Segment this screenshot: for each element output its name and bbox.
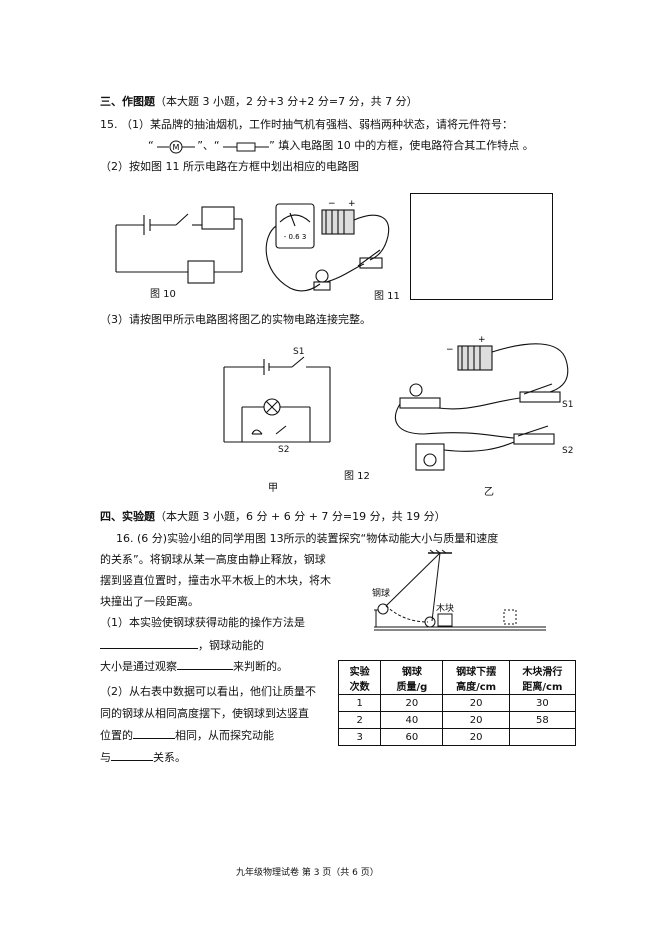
section3-title: 三、作图题 [100,95,155,108]
table-cell: 2 [337,711,382,729]
table-row: 1 20 20 30 [337,694,577,712]
answer-blank-3[interactable] [133,727,175,739]
q16-p2d: 相同，从而探究动能 [175,729,274,742]
figure10-circuit [115,206,243,284]
svg-text:+: + [478,335,486,345]
q15-part2: （2）按如图 11 所示电路在方框中划出相应的电路图 [100,160,359,173]
table-header-cell: 实验次数 [337,660,382,695]
table-cell: 1 [337,694,382,712]
page-footer: 九年级物理试卷 第 3 页（共 6 页） [236,868,379,878]
q16-line1: 16. (6 分)实验小组的同学用图 13所示的装置探究“物体动能大小与质量和速… [116,532,499,545]
s1-label-yi: S1 [562,400,574,410]
q15-quote-open: “ [148,139,154,152]
section4-heading: 四、实验题（本大题 3 小题，6 分 + 6 分 + 7 分=19 分，共 19… [100,510,446,524]
q15-line1: 15. （1）某品牌的抽油烟机，工作时抽气机有强档、弱档两种状态，请将元件符号： [100,118,513,131]
q16-p2b: 同的钢球从相同高度摆下，使钢球到达竖直 [100,707,309,720]
table-row: 3 60 20 [337,728,577,746]
table-cell[interactable] [508,728,577,746]
ball-label: 钢球 [372,589,391,599]
table-header-row: 实验次数 钢球质量/g 钢球下摆高度/cm 木块滑行距离/cm [337,660,577,695]
answer-drawing-box[interactable] [410,193,553,300]
figure10-caption: 图 10 [150,289,176,300]
table-cell: 20 [380,694,444,712]
table-cell: 20 [442,694,510,712]
svg-text:+: + [348,199,356,209]
svg-text:M: M [173,143,180,152]
table-header-cell: 钢球质量/g [380,660,444,695]
q16-p2c: 位置的 [100,729,133,742]
table-cell: 20 [442,728,510,746]
q16-line3: 摆到竖直位置时，撞击水平木板上的木块，将木 [100,574,331,587]
q16-line2: 的关系”。将钢球从某一高度由静止释放，钢球 [100,553,326,566]
q16-p2-block: （2）从右表中数据可以看出，他们让质量不 同的钢球从相同高度摆下，使钢球到达竖直… [100,681,332,769]
q16-p1-line2: ，钢球动能的 [100,637,264,653]
q16-p2e: 与 [100,751,111,764]
q16-p1c: 大小是通过观察 [100,660,177,673]
svg-text:−: − [328,199,336,209]
meter-scale: - 0.6 3 [284,233,307,241]
jia-caption: 甲 [268,483,278,494]
motor-symbol-icon: M [157,140,197,154]
table-header-cell: 木块滑行距离/cm [508,660,577,695]
resistor-symbol-icon [223,140,270,152]
section4-note: （本大题 3 小题，6 分 + 6 分 + 7 分=19 分，共 19 分） [155,510,446,523]
section3-heading: 三、作图题（本大题 3 小题，2 分+3 分+2 分=7 分，共 7 分） [100,95,418,109]
q15-line2-rest: ” 填入电路图 10 中的方框，使电路符合其工作特点 。 [269,139,534,152]
q15-quote-mid: ”、“ [197,139,220,152]
table-cell: 60 [380,728,444,746]
q16-p1b: ，钢球动能的 [198,639,264,652]
q16-p1a: （1）本实验使钢球获得动能的操作方法是 [100,616,305,629]
table-cell: 30 [508,694,577,712]
q16-line4: 块撞出了一段距离。 [100,595,199,608]
q16-p2a: （2）从右表中数据可以看出，他们让质量不 [100,685,316,698]
s2-label-jia: S2 [278,445,290,455]
q16-p1d: 来判断的。 [233,660,288,673]
figure12-caption: 图 12 [344,471,370,482]
block-label: 木块 [436,604,455,614]
table-cell: 3 [337,728,382,746]
q15-part3: （3）请按图甲所示电路图将图乙的实物电路连接完整。 [100,313,371,326]
s2-label-yi: S2 [562,446,574,456]
section4-title: 四、实验题 [100,510,155,523]
q15-line2: “ M ”、“ ” 填入电路图 10 中的方框，使电路符合其工作特点 。 [148,139,534,154]
experiment-data-table: 实验次数 钢球质量/g 钢球下摆高度/cm 木块滑行距离/cm 1 20 20 … [337,660,577,746]
figure12-jia-schematic [223,356,331,443]
q16-p2f: 关系。 [153,751,186,764]
answer-blank-4[interactable] [111,749,153,761]
table-header-cell: 钢球下摆高度/cm [442,660,510,695]
section3-note: （本大题 3 小题，2 分+3 分+2 分=7 分，共 7 分） [155,95,418,108]
s1-label-jia: S1 [293,347,305,357]
figure11-physical-circuit: - 0.6 3 − + [265,199,390,292]
answer-blank-1[interactable] [100,637,198,649]
table-cell: 40 [380,711,444,729]
q16-p1-line3: 大小是通过观察 来判断的。 [100,658,288,674]
table-cell: 58 [508,711,577,729]
table-row: 2 40 20 58 [337,711,577,729]
svg-text:−: − [446,345,454,355]
figure11-caption: 图 11 [374,291,400,302]
table-cell: 20 [442,711,510,729]
yi-caption: 乙 [484,487,494,498]
answer-blank-2[interactable] [177,658,233,670]
figure13-pendulum-apparatus [374,549,546,631]
figure12-yi-physical: − + [395,335,569,471]
